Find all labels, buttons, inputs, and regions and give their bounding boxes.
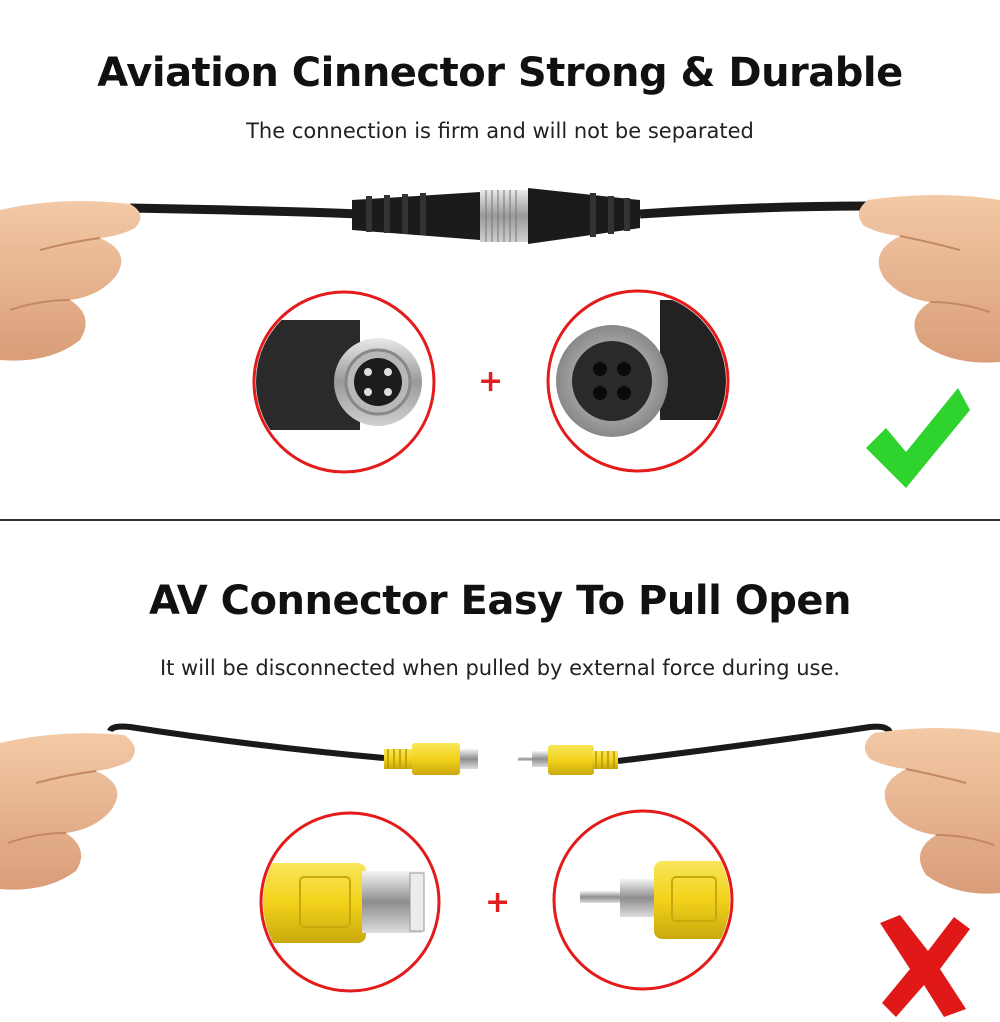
section-title: AV Connector Easy To Pull Open	[149, 578, 851, 624]
left-hand-image	[0, 201, 141, 361]
right-hand-image	[864, 728, 1000, 894]
aviation-connector-section: Aviation Cinnector Strong & Durable The …	[0, 50, 1000, 488]
cross-mark-icon	[880, 915, 970, 1017]
right-hand-image	[858, 195, 1000, 363]
plus-sign: +	[485, 885, 511, 920]
aviation-female-plug	[528, 188, 640, 244]
aviation-male-plug	[352, 192, 480, 240]
cable-left	[107, 723, 385, 761]
rca-male-closeup-circle	[552, 809, 734, 991]
left-hand-image	[0, 733, 135, 890]
section-title: Aviation Cinnector Strong & Durable	[97, 50, 903, 96]
check-mark-icon	[866, 388, 970, 488]
male-connector-closeup-circle	[252, 290, 436, 474]
plus-sign: +	[478, 364, 504, 399]
rca-female-closeup-circle	[259, 811, 441, 993]
aviation-cable-illustration	[0, 188, 1000, 488]
section-divider	[0, 519, 1000, 521]
rca-female-plug	[384, 743, 478, 775]
cable-right	[617, 723, 893, 764]
av-cable-illustration	[0, 723, 1000, 1017]
female-connector-closeup-circle	[546, 289, 730, 473]
rca-male-plug	[518, 745, 618, 775]
section-subtitle: The connection is firm and will not be s…	[246, 119, 754, 143]
section-subtitle: It will be disconnected when pulled by e…	[159, 656, 841, 680]
cable-right	[639, 201, 871, 219]
av-connector-section: AV Connector Easy To Pull Open It will b…	[0, 521, 1000, 1022]
cable-left	[129, 203, 361, 219]
